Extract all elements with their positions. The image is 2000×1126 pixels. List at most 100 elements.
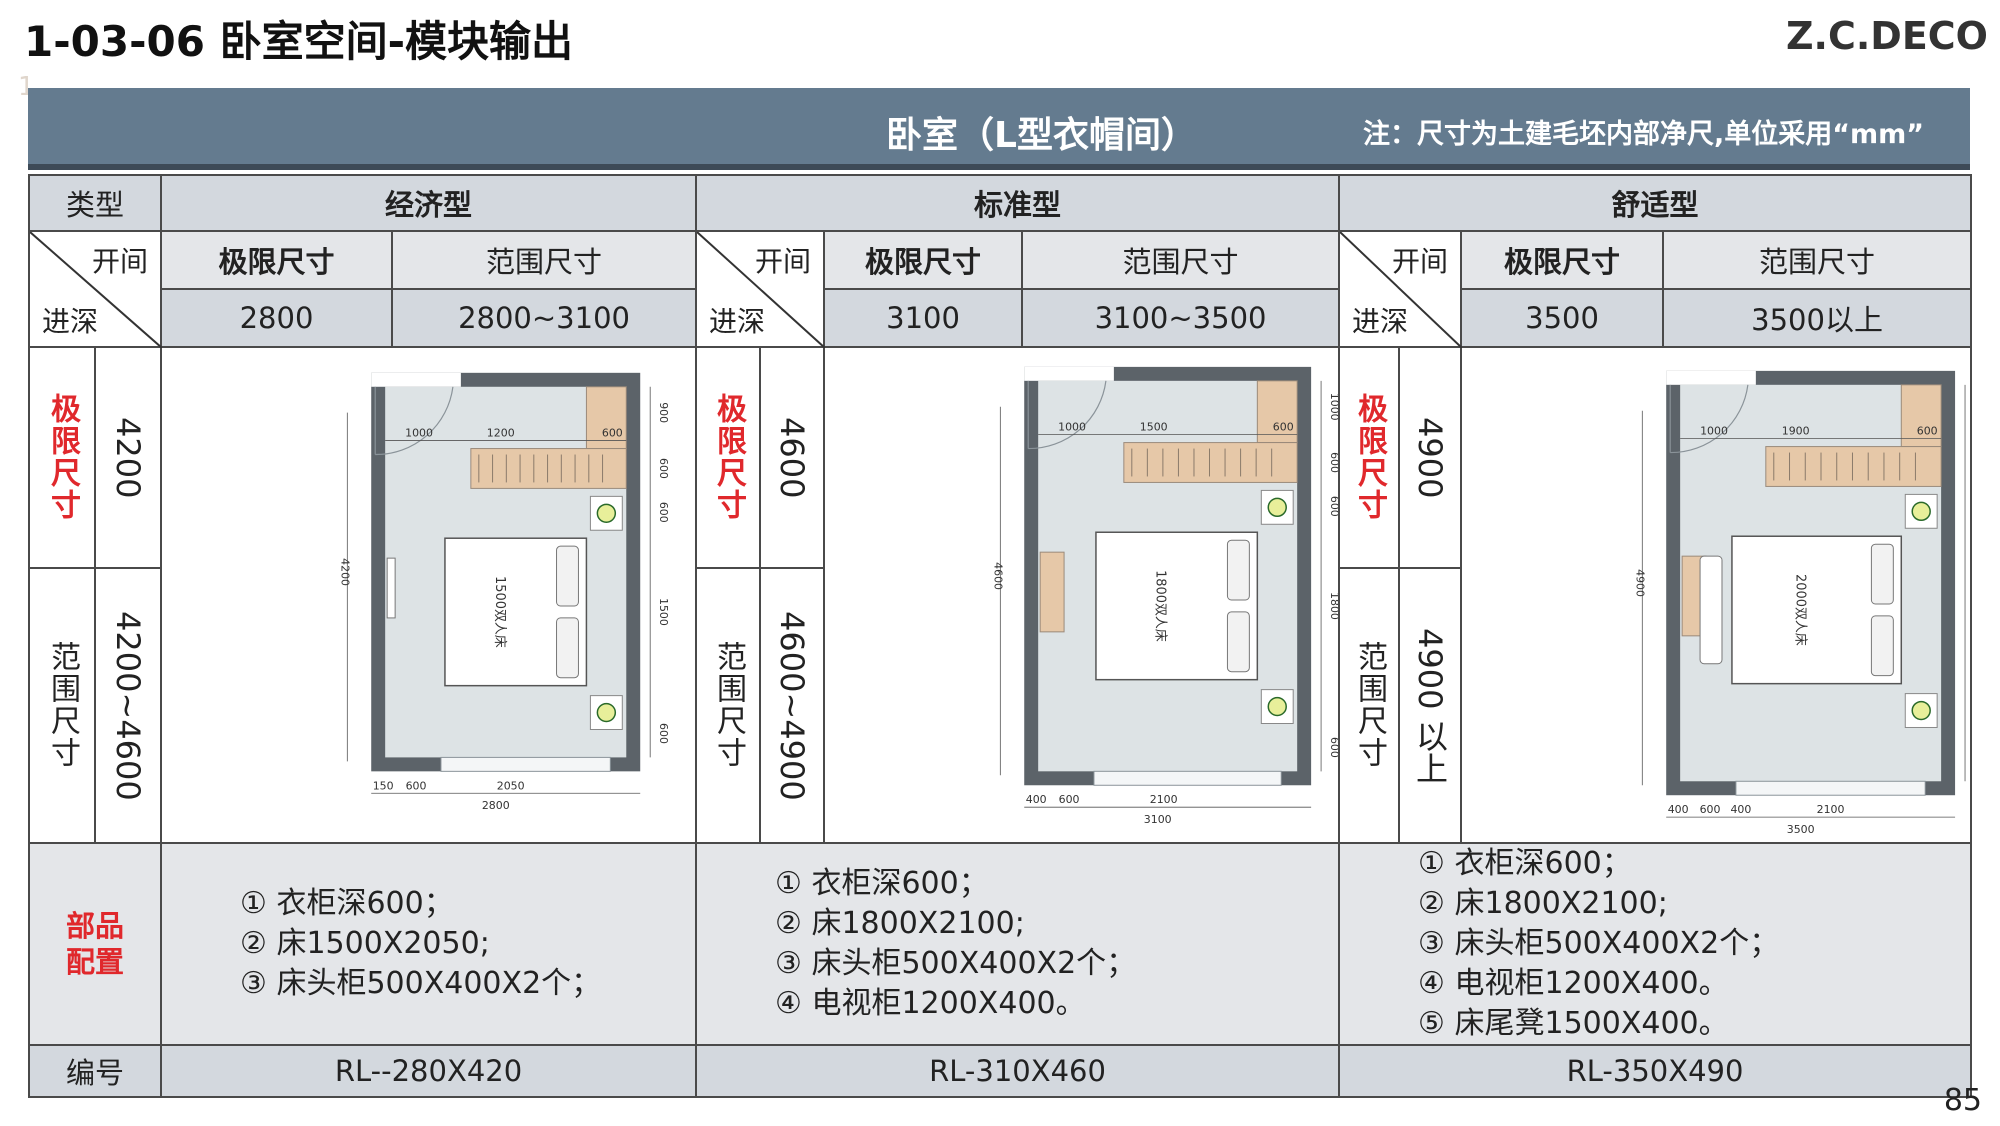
top-dim: 1000 bbox=[1700, 425, 1728, 438]
door-opening bbox=[1024, 366, 1114, 381]
limit-label-2: 极限尺寸 bbox=[823, 230, 1024, 290]
code-comfort: RL-350X490 bbox=[1338, 1044, 1973, 1098]
door-swing bbox=[1027, 380, 1107, 450]
width-limit-2: 3100 bbox=[823, 288, 1024, 348]
limit-vlabel-1: 极限尺寸 bbox=[28, 346, 96, 569]
total-width: 3100 bbox=[1144, 813, 1172, 826]
limit-label-3: 极限尺寸 bbox=[1460, 230, 1665, 290]
wardrobe-horizontal bbox=[470, 448, 627, 489]
bottom-dim: 2100 bbox=[1150, 793, 1178, 806]
range-vlabel-3: 范围尺寸 bbox=[1338, 566, 1401, 845]
door-swing bbox=[374, 386, 454, 456]
top-dim: 1900 bbox=[1782, 425, 1810, 438]
floor-plan-comfort: 2000双人床100019006001100600600220060049004… bbox=[1633, 370, 1966, 836]
total-depth: 4200 bbox=[338, 558, 351, 586]
header-note: 注：尺寸为土建毛坯内部净尺,单位采用“mm” bbox=[1362, 119, 1924, 150]
config-list-comfort: ① 衣柜深600； ② 床1800X2100; ③ 床头柜500X400X2个； ④ … bbox=[1340, 844, 1970, 1044]
config-item: ④ 电视柜1200X400。 bbox=[775, 986, 1086, 1021]
top-dim: 1000 bbox=[1058, 421, 1086, 434]
jinshen-label: 进深 bbox=[709, 305, 766, 338]
bottom-dim: 400 bbox=[1026, 793, 1047, 806]
jinshen-label: 进深 bbox=[42, 305, 99, 338]
wardrobe-horizontal bbox=[1123, 442, 1298, 483]
config-item: ⑤ 床尾凳1500X400。 bbox=[1418, 1006, 1729, 1041]
total-depth: 4600 bbox=[991, 562, 1004, 590]
depth-limit-1: 4200 bbox=[109, 416, 147, 499]
depth-range-1-cell: 4200~4600 bbox=[93, 566, 163, 845]
bottom-dim: 2050 bbox=[497, 779, 525, 792]
depth-limit-3-cell: 4900 bbox=[1398, 346, 1463, 569]
right-dim: 600 bbox=[1328, 452, 1338, 473]
module-table: 类型 经济型 标准型 舒适型 开间 进深 极限尺寸 范围尺寸 开间 进深 极限尺… bbox=[27, 174, 1973, 1098]
width-limit-3: 3500 bbox=[1460, 288, 1665, 348]
total-depth: 4900 bbox=[1633, 569, 1646, 597]
lamp-icon bbox=[596, 702, 617, 723]
range-vlabel-2: 范围尺寸 bbox=[695, 566, 762, 845]
limit-size-vertical: 极限尺寸 bbox=[711, 393, 747, 522]
config-item: ① 衣柜深600； bbox=[775, 866, 989, 901]
bottom-dim: 2100 bbox=[1817, 803, 1845, 816]
range-vlabel-1: 范围尺寸 bbox=[28, 566, 96, 845]
bed-bench bbox=[1699, 555, 1723, 665]
width-range-3: 3500以上 bbox=[1662, 288, 1973, 348]
total-width: 2800 bbox=[482, 799, 510, 812]
config-item: ② 床1800X2100; bbox=[1418, 886, 1668, 921]
floor-plan-comfort-cell: 2000双人床100019006001100600600220060049004… bbox=[1460, 346, 1973, 844]
config-item: ① 衣柜深600； bbox=[1418, 846, 1632, 881]
depth-range-3-cell: 4900 以上 bbox=[1398, 566, 1463, 845]
pillow bbox=[556, 545, 579, 607]
config-list-economy: ① 衣柜深600；② 床1500X2050;③ 床头柜500X400X2个； bbox=[162, 884, 695, 1004]
kaijian-label: 开间 bbox=[92, 245, 149, 278]
diag-cell-1: 开间 进深 bbox=[27, 230, 163, 348]
bottom-dim: 400 bbox=[1731, 803, 1752, 816]
kaijian-label: 开间 bbox=[755, 245, 812, 278]
diag-line bbox=[30, 232, 162, 348]
depth-limit-3: 4900 bbox=[1411, 416, 1450, 499]
window bbox=[440, 756, 611, 772]
right-dim: 600 bbox=[657, 502, 670, 523]
bed-label: 1800双人床 bbox=[1153, 570, 1168, 642]
width-range-1: 2800~3100 bbox=[391, 288, 698, 348]
config-item: ③ 床头柜500X400X2个； bbox=[1418, 926, 1780, 961]
lamp-icon bbox=[1267, 497, 1287, 518]
right-dim: 600 bbox=[1328, 496, 1338, 517]
bottom-dim: 150 bbox=[373, 779, 394, 792]
wardrobe-vertical bbox=[585, 386, 627, 450]
diag-line bbox=[1340, 232, 1463, 348]
config-comfort: ① 衣柜深600； ② 床1800X2100; ③ 床头柜500X400X2个； ④ … bbox=[1338, 842, 1973, 1046]
lamp-icon bbox=[1911, 501, 1931, 522]
range-size-vertical: 范围尺寸 bbox=[711, 641, 747, 770]
bed-label: 2000双人床 bbox=[1793, 574, 1808, 646]
pillow bbox=[556, 617, 579, 679]
config-item: ③ 床头柜500X400X2个； bbox=[240, 966, 602, 1001]
type-comfort: 舒适型 bbox=[1338, 174, 1973, 232]
diag-line bbox=[697, 232, 826, 348]
config-label-cell: 部品配置 bbox=[27, 842, 163, 1046]
config-list-standard: ① 衣柜深600；② 床1800X2100;③ 床头柜500X400X2个；④ … bbox=[697, 864, 1338, 1024]
right-dim: 1000 bbox=[1328, 393, 1338, 421]
bottom-dim: 600 bbox=[1059, 793, 1080, 806]
window bbox=[1093, 770, 1282, 786]
type-standard: 标准型 bbox=[695, 174, 1341, 232]
depth-limit-2-cell: 4600 bbox=[759, 346, 826, 569]
bed-label: 1500双人床 bbox=[492, 576, 507, 648]
depth-range-2-cell: 4600~4900 bbox=[759, 566, 826, 845]
config-item: ④ 电视柜1200X400。 bbox=[1418, 966, 1729, 1001]
lamp-icon bbox=[596, 503, 617, 524]
wardrobe-vertical bbox=[1256, 380, 1298, 444]
depth-range-2: 4600~4900 bbox=[773, 610, 812, 801]
limit-label-1: 极限尺寸 bbox=[160, 230, 394, 290]
code-label: 编号 bbox=[27, 1044, 163, 1098]
page-number: 85 bbox=[1943, 1083, 1982, 1118]
config-row: 部品配置 ① 衣柜深600；② 床1500X2050;③ 床头柜500X400X… bbox=[27, 842, 1973, 1046]
limit-vlabel-3: 极限尺寸 bbox=[1338, 346, 1401, 569]
limit-size-vertical: 极限尺寸 bbox=[45, 393, 80, 522]
bottom-dim: 600 bbox=[406, 779, 427, 792]
pillow bbox=[1870, 543, 1894, 605]
top-dim: 600 bbox=[602, 427, 623, 440]
config-standard: ① 衣柜深600；② 床1800X2100;③ 床头柜500X400X2个；④ … bbox=[695, 842, 1341, 1046]
page-title: 1-03-06 卧室空间-模块输出 bbox=[24, 17, 574, 66]
